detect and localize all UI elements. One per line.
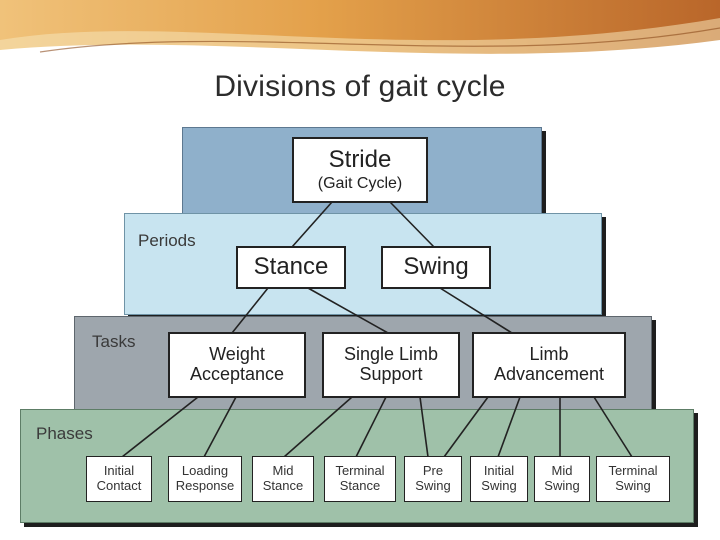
- connector-weight-initial-contact: [121, 396, 199, 458]
- phase-initial-contact: Initial Contact: [86, 456, 152, 502]
- connector-stance-weight: [231, 287, 269, 334]
- connector-single-mid-stance: [283, 396, 353, 458]
- weight-acceptance-line1: Weight: [209, 344, 265, 365]
- header-banner: [0, 0, 720, 62]
- stride-box: Stride (Gait Cycle): [292, 137, 428, 203]
- connector-weight-loading: [203, 396, 237, 458]
- phase-mid-swing-line2: Swing: [544, 478, 580, 493]
- diagram-title: Divisions of gait cycle: [214, 70, 506, 103]
- phase-mid-stance-line2: Stance: [262, 478, 304, 493]
- limb-advancement-box: Limb Advancement: [472, 332, 626, 398]
- phase-terminal-swing-line1: Terminal: [608, 463, 658, 479]
- periods-band: [124, 213, 602, 315]
- phase-terminal-stance-line1: Terminal: [335, 463, 385, 479]
- connector-stride-stance: [291, 201, 333, 248]
- connector-limb-initial-swing: [497, 396, 521, 458]
- weight-acceptance-box: Weight Acceptance: [168, 332, 306, 398]
- phase-loading-response-line2: Response: [175, 478, 235, 493]
- phase-terminal-swing-line2: Swing: [615, 478, 651, 493]
- phase-initial-swing-line1: Initial: [483, 463, 515, 479]
- phase-terminal-stance-line2: Stance: [339, 478, 381, 493]
- phase-initial-swing: Initial Swing: [470, 456, 528, 502]
- connector-stride-swing: [389, 201, 435, 248]
- single-limb-support-line2: Support: [359, 364, 423, 384]
- connector-limb-pre-swing: [443, 396, 489, 458]
- stance-box: Stance: [236, 246, 346, 289]
- phase-pre-swing-line2: Swing: [415, 478, 451, 493]
- phase-pre-swing-line1: Pre: [422, 463, 444, 479]
- stride-sublabel: (Gait Cycle): [317, 175, 403, 193]
- phase-mid-stance-line1: Mid: [272, 463, 294, 479]
- limb-advancement-line1: Limb: [529, 344, 569, 365]
- weight-acceptance-line2: Acceptance: [189, 364, 285, 384]
- phase-loading-response-line1: Loading: [181, 463, 229, 479]
- phase-pre-swing: Pre Swing: [404, 456, 462, 502]
- connector-single-pre-swing: [419, 396, 429, 458]
- connector-stance-single: [307, 287, 389, 334]
- phase-mid-stance: Mid Stance: [252, 456, 314, 502]
- limb-advancement-line2: Advancement: [493, 364, 605, 384]
- tasks-tier-label: Tasks: [92, 332, 136, 351]
- single-limb-support-line1: Single Limb: [343, 344, 439, 365]
- single-limb-support-box: Single Limb Support: [322, 332, 460, 398]
- stride-label: Stride: [328, 146, 392, 173]
- phase-initial-contact-line1: Initial: [103, 463, 135, 479]
- connector-swing-limb: [439, 287, 513, 334]
- phase-mid-swing-line1: Mid: [551, 463, 573, 479]
- phase-terminal-stance: Terminal Stance: [324, 456, 396, 502]
- phases-tier-label: Phases: [36, 424, 93, 443]
- swing-label: Swing: [403, 253, 469, 281]
- phase-initial-swing-line2: Swing: [481, 478, 517, 493]
- connector-single-terminal-stance: [355, 396, 387, 458]
- phase-loading-response: Loading Response: [168, 456, 242, 502]
- periods-tier-label: Periods: [138, 231, 196, 250]
- phase-terminal-swing: Terminal Swing: [596, 456, 670, 502]
- swing-box: Swing: [381, 246, 491, 289]
- phase-mid-swing: Mid Swing: [534, 456, 590, 502]
- phase-initial-contact-line2: Contact: [96, 478, 142, 493]
- stance-label: Stance: [253, 253, 329, 281]
- connector-limb-terminal-swing: [593, 396, 633, 458]
